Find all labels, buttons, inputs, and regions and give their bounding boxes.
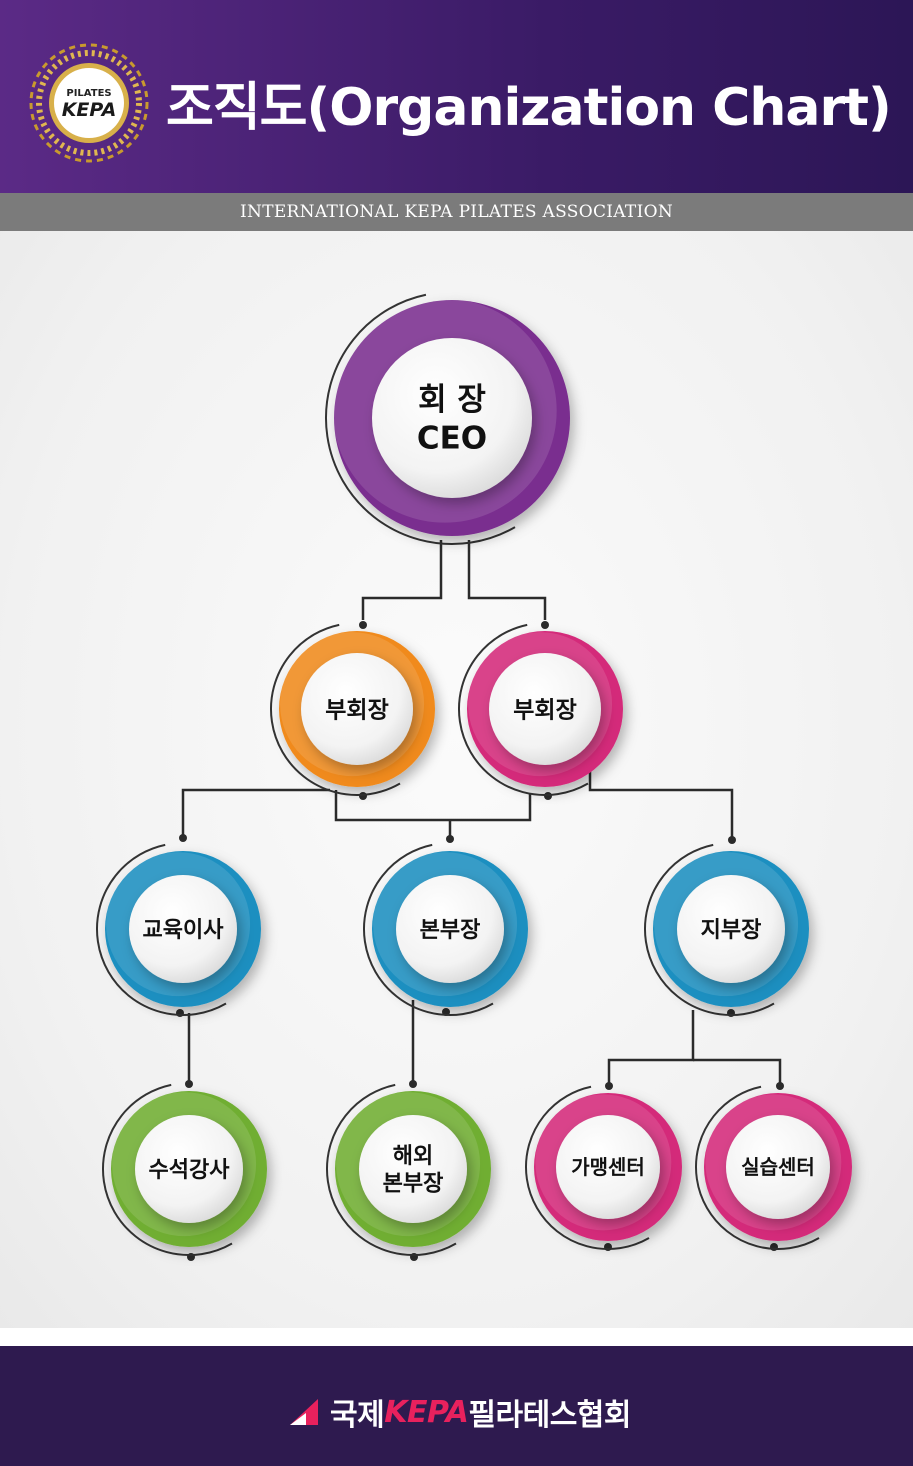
node-outer-arc [102,1082,276,1256]
node-outer-arc [96,842,270,1016]
node-label: 해외 [393,1144,433,1169]
node-label: 가맹센터 [571,1155,645,1179]
node-inner-disc [489,653,601,765]
node-label: 본부장 [420,918,481,943]
connector-dot [359,792,367,800]
node-vp1: 부회장 [270,622,444,796]
node-edu: 교육이사 [96,842,270,1016]
connector-dot [179,834,187,842]
node-label: 교육이사 [143,918,225,943]
node-inner-disc [396,875,504,983]
logo-top-text: PILATES [66,88,111,99]
node-inner-disc [359,1115,467,1223]
connector-line [607,1010,695,1084]
node-inner-disc [372,338,532,498]
brand-mark-icon [290,1399,318,1425]
node-label: CEO [417,421,487,457]
connector-dot [359,621,367,629]
footer-brand-prefix: 국제 [330,1398,385,1433]
connector-line [361,540,443,620]
node-outer-arc [270,622,444,796]
node-branch: 지부장 [644,842,818,1016]
footer-brand: 국제 KEPA 필라테스협회 [288,1388,632,1436]
connector-line [181,788,330,836]
footer-brand-suffix: 필라테스협회 [468,1398,632,1433]
connector-dot [776,1082,784,1090]
connector-dot [185,1080,193,1088]
node-outer-arc [326,1082,500,1256]
node-outer-arc [525,1084,691,1250]
footer-bar [0,1346,913,1466]
node-inner-disc [726,1115,830,1219]
logo-main-text: KEPA [62,99,117,121]
node-practice: 실습센터 [695,1084,861,1250]
node-inner-disc [301,653,413,765]
connector-dot [541,621,549,629]
node-instructor: 수석강사 [102,1082,276,1256]
connector-line [588,770,734,840]
connector-dot [605,1082,613,1090]
footer-brand-kepa: KEPA [384,1394,469,1430]
node-inner-disc [135,1115,243,1223]
connector-line [467,540,547,620]
node-label: 수석강사 [149,1158,231,1183]
node-vp2: 부회장 [458,622,632,796]
connector-line [693,1058,782,1084]
connector-lines [181,540,782,1084]
node-outer-arc [363,842,537,1016]
node-outer-arc [325,291,579,545]
node-label: 지부장 [701,918,762,943]
connector-dot [446,835,454,843]
header-bar [0,0,913,193]
node-hq: 본부장 [363,842,537,1016]
node-label: 부회장 [513,697,576,723]
node-label: 실습센터 [741,1155,815,1179]
subtitle-bar: INTERNATIONAL KEPA PILATES ASSOCIATION [0,193,913,231]
node-label: 회 장 [418,382,486,418]
association-subtitle: INTERNATIONAL KEPA PILATES ASSOCIATION [240,202,673,222]
node-inner-disc [556,1115,660,1219]
connector-line [334,790,532,822]
page-title: 조직도(Organization Chart) [166,78,892,138]
node-inner-disc [129,875,237,983]
node-franchise: 가맹센터 [525,1084,691,1250]
node-label: 본부장 [383,1172,444,1197]
divider-strip [0,1328,913,1346]
node-outer-arc [695,1084,861,1250]
node-label: 부회장 [325,697,388,723]
node-inner-disc [677,875,785,983]
connector-dot [409,1080,417,1088]
node-outer-arc [644,842,818,1016]
node-outer-arc [458,622,632,796]
kepa-logo: PILATES KEPA [29,43,149,163]
connector-dot [728,836,736,844]
laurel-wreath-icon [29,43,149,163]
